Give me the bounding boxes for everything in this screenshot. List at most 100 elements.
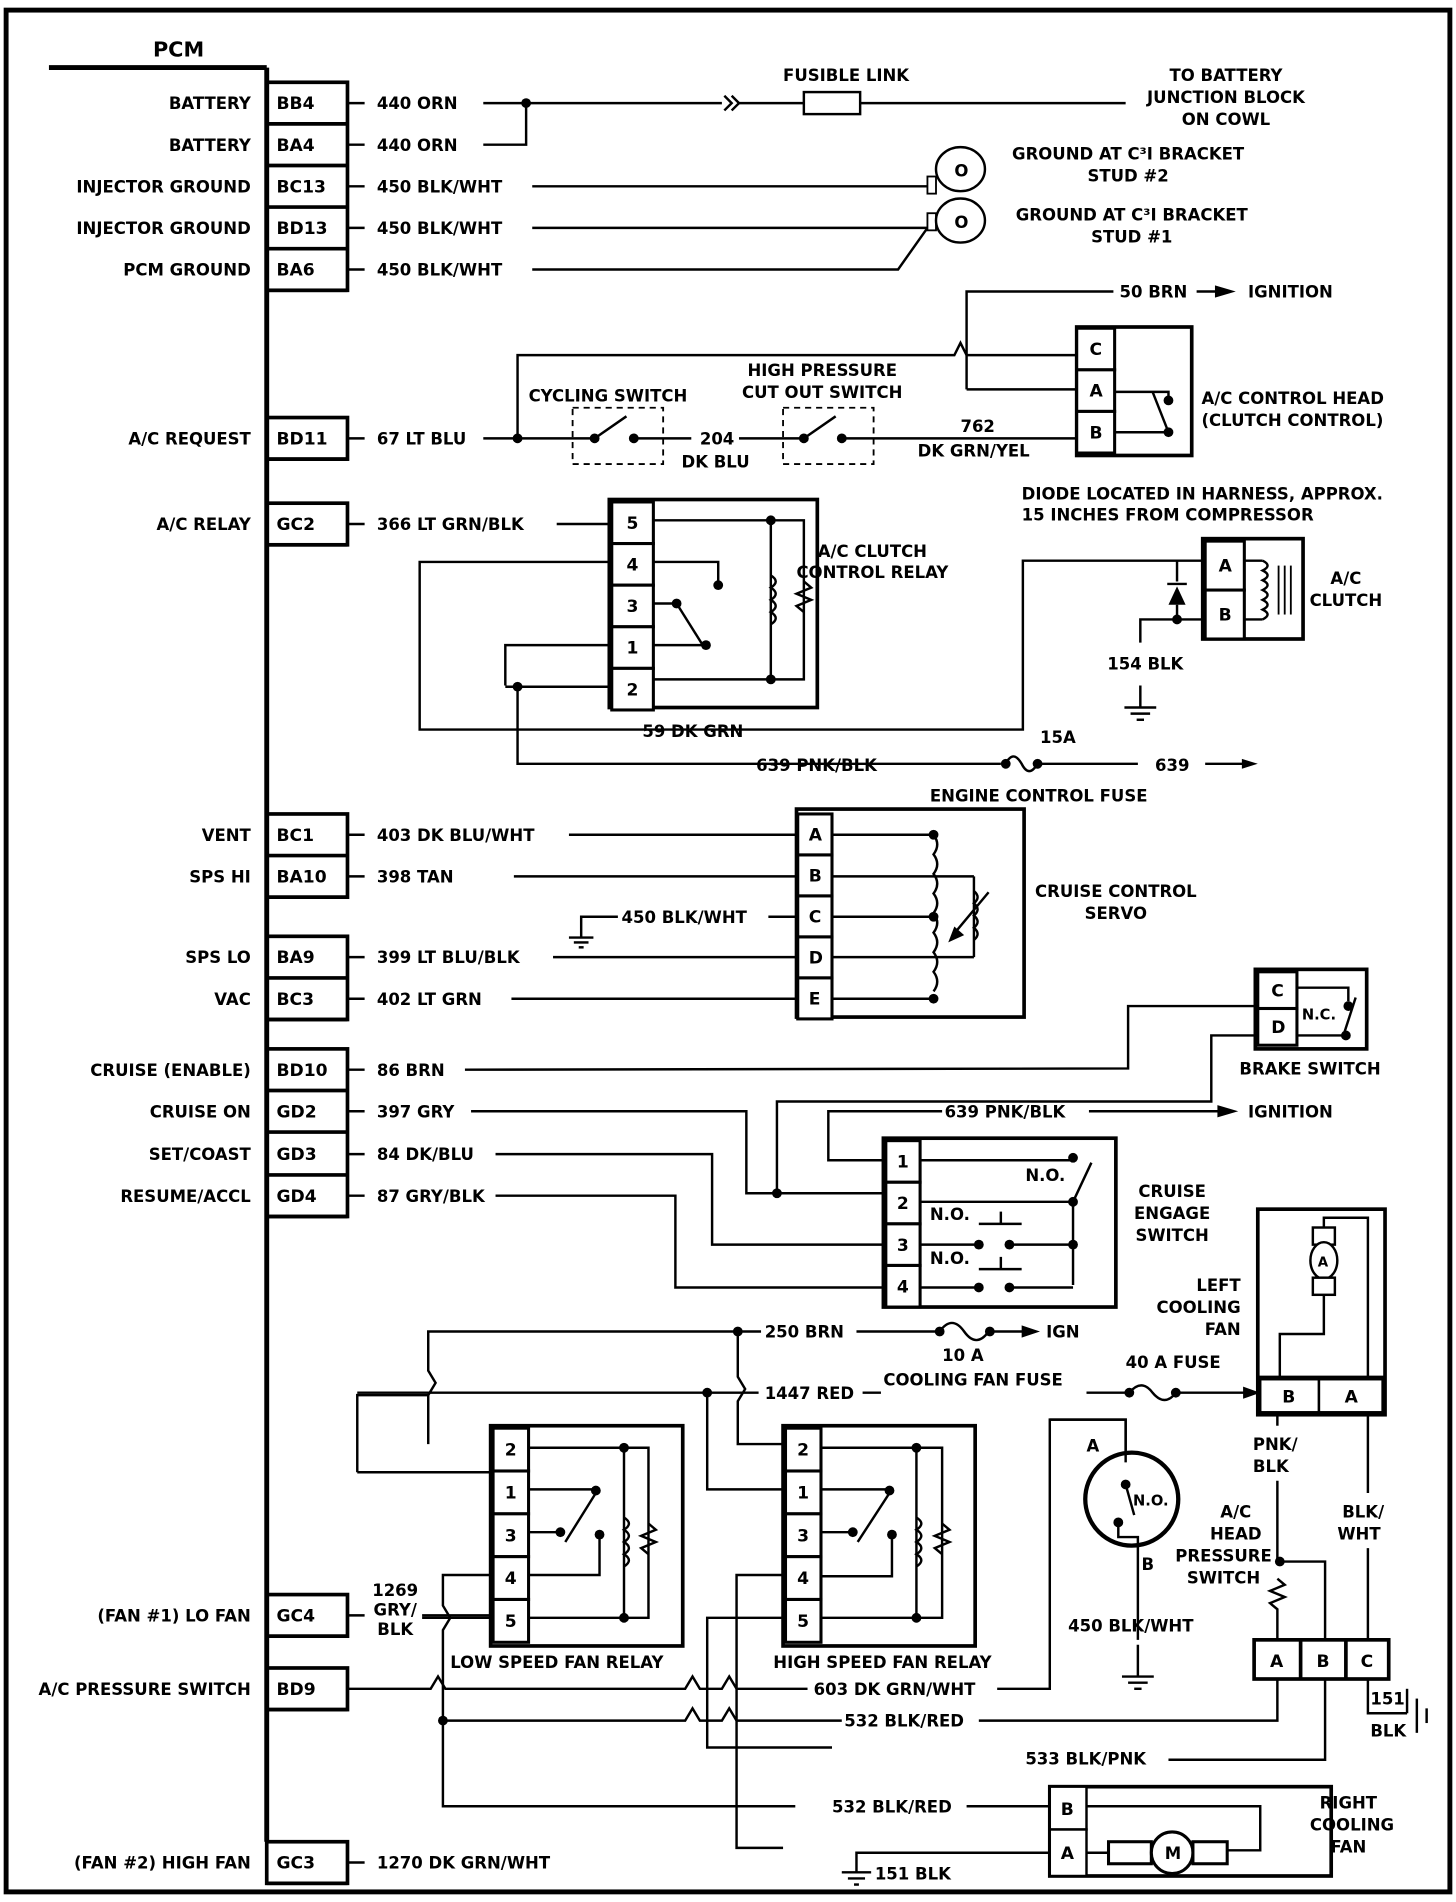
pcm-pin-wire: 366 LT GRN/BLK [377,515,525,534]
engage-no-1: N.O. [1025,1166,1065,1185]
pcm-pin-id: BA9 [277,948,315,968]
connector-pin [491,1597,531,1644]
pcm-pin-label: INJECTOR GROUND [76,177,250,196]
connector-pin-label: 3 [626,597,638,617]
ps-title-l3: PRESSURE [1175,1547,1271,1566]
engage-ign-label: IGNITION [1248,1102,1333,1121]
arrow-icon [1021,1325,1040,1338]
connector-pin-label: 2 [897,1194,909,1214]
fuse-10a: 10 A [942,1346,984,1365]
connector-pin-label: 3 [505,1526,517,1546]
ground2-l1: GROUND AT C³I BRACKET [1012,144,1245,163]
pcm-title: PCM [153,38,204,62]
cycling-switch [571,406,665,465]
pcm-pin-label: VAC [214,990,251,1009]
pcm-pin-label: BATTERY [169,136,252,155]
ps-title-l1: A/C [1220,1502,1251,1521]
diagram-frame [3,7,1453,1895]
pcm-pin-wire: 397 GRY [377,1102,456,1121]
wire-533: 533 BLK/PNK [1025,1750,1147,1769]
diode-note-l1: DIODE LOCATED IN HARNESS, APPROX. [1022,485,1383,504]
wire-1447-red: 1447 RED [765,1384,854,1403]
connector-pin-label: B [809,867,822,887]
connector-pin-label: A [1219,557,1233,577]
engage-title-l2: ENGAGE [1134,1204,1210,1223]
connector-pin-label: 2 [797,1441,809,1461]
pcm-pin-wire-line: GRY/ [374,1600,418,1619]
ac-ignition-label: IGNITION [1248,283,1333,302]
connector-pin [1256,1006,1299,1047]
pnk-blk-l2: BLK [1253,1457,1290,1476]
connector-pin-label: A [1090,382,1104,402]
arrow-icon [1243,1386,1261,1399]
hp-cutout-switch [782,406,875,465]
wire-532a: 532 BLK/RED [844,1712,964,1731]
battery-dest-2: JUNCTION BLOCK [1146,88,1306,107]
connector-pin-label: 1 [626,639,638,659]
connector-pin [783,1512,823,1559]
arrow-icon [1214,285,1236,298]
arrow-icon [1241,758,1258,769]
high-relay-label: HIGH SPEED FAN RELAY [773,1653,992,1672]
pcm-pin-id: GC2 [277,515,316,535]
pcm-pin-label: A/C REQUEST [128,429,251,448]
pcm-pin-wire: 399 LT BLU/BLK [377,948,521,967]
left-fan-pin-b: B [1282,1387,1295,1407]
connector-pin-label: 4 [797,1569,809,1589]
fusible-link-label: FUSIBLE LINK [783,66,910,85]
connector-pin-label: E [809,990,821,1010]
fusible-link-icon [802,90,862,116]
connector-pin-label: B [1090,423,1103,443]
diode-icon [1168,586,1186,605]
pcm-pin-id: BC1 [277,826,315,846]
connector-pin [1075,409,1117,455]
ac-request-section: 50 BRN IGNITION CYCLING SWITCH 204 DK BL… [483,283,1384,472]
pcm-pin-id: GC3 [277,1854,316,1874]
ps-no: N.O. [1133,1492,1169,1509]
fuse-15a: 15A [1040,728,1076,747]
pcm-pin-label: RESUME/ACCL [120,1187,251,1206]
fan-motor-label: A [1318,1256,1329,1271]
connector-pin [1075,368,1117,413]
pcm-pin-wire: 402 LT GRN [377,990,482,1009]
battery-dest-1: TO BATTERY [1169,66,1283,85]
connector-pin-label: C [809,908,822,928]
wire-762: 762 [960,417,994,436]
wire-151-blk: BLK [1370,1722,1407,1741]
pcm-pin-label: (FAN #1) LO FAN [97,1606,251,1625]
right-fan-l2: COOLING [1310,1816,1394,1835]
connector-pin-label: 4 [897,1277,909,1297]
servo-title-l2: SERVO [1085,904,1147,923]
conn-pin-c: C [1361,1652,1374,1672]
wire-532b: 532 BLK/RED [832,1797,952,1816]
connector-pin-label: 2 [505,1441,517,1461]
pcm-pin-id: GC4 [277,1606,316,1626]
brake-nc: N.C. [1302,1007,1336,1024]
control-head-l2: (CLUTCH CONTROL) [1202,411,1384,430]
blk-wht-l1: BLK/ [1342,1502,1385,1521]
pcm-pin-wire: 84 DK/BLU [377,1145,474,1164]
pcm-pin-id: BD10 [277,1061,328,1081]
pcm-pin-id: GD3 [277,1145,317,1165]
pcm-pin-wire: 403 DK BLU/WHT [377,826,535,845]
conn-pin-a: A [1270,1652,1284,1672]
connector-pin-label: 3 [797,1526,809,1546]
ac-control-head: CAB [1074,325,1194,458]
ps-title-l2: HEAD [1210,1525,1262,1544]
fan-ign: IGN [1046,1323,1080,1342]
ground1-l1: GROUND AT C³I BRACKET [1016,206,1249,225]
conn-pin-b: B [1317,1652,1330,1672]
engage-title-l3: SWITCH [1135,1226,1208,1245]
hp-switch-l2: CUT OUT SWITCH [742,383,902,402]
connector-pin [884,1139,922,1184]
connector-pin-label: B [1219,606,1232,626]
pcm-pin-wire: 87 GRY/BLK [377,1187,486,1206]
connector-pin [1256,970,1299,1011]
blk-wht-l2: WHT [1337,1525,1381,1544]
pcm-pin-id: BA6 [277,261,315,281]
